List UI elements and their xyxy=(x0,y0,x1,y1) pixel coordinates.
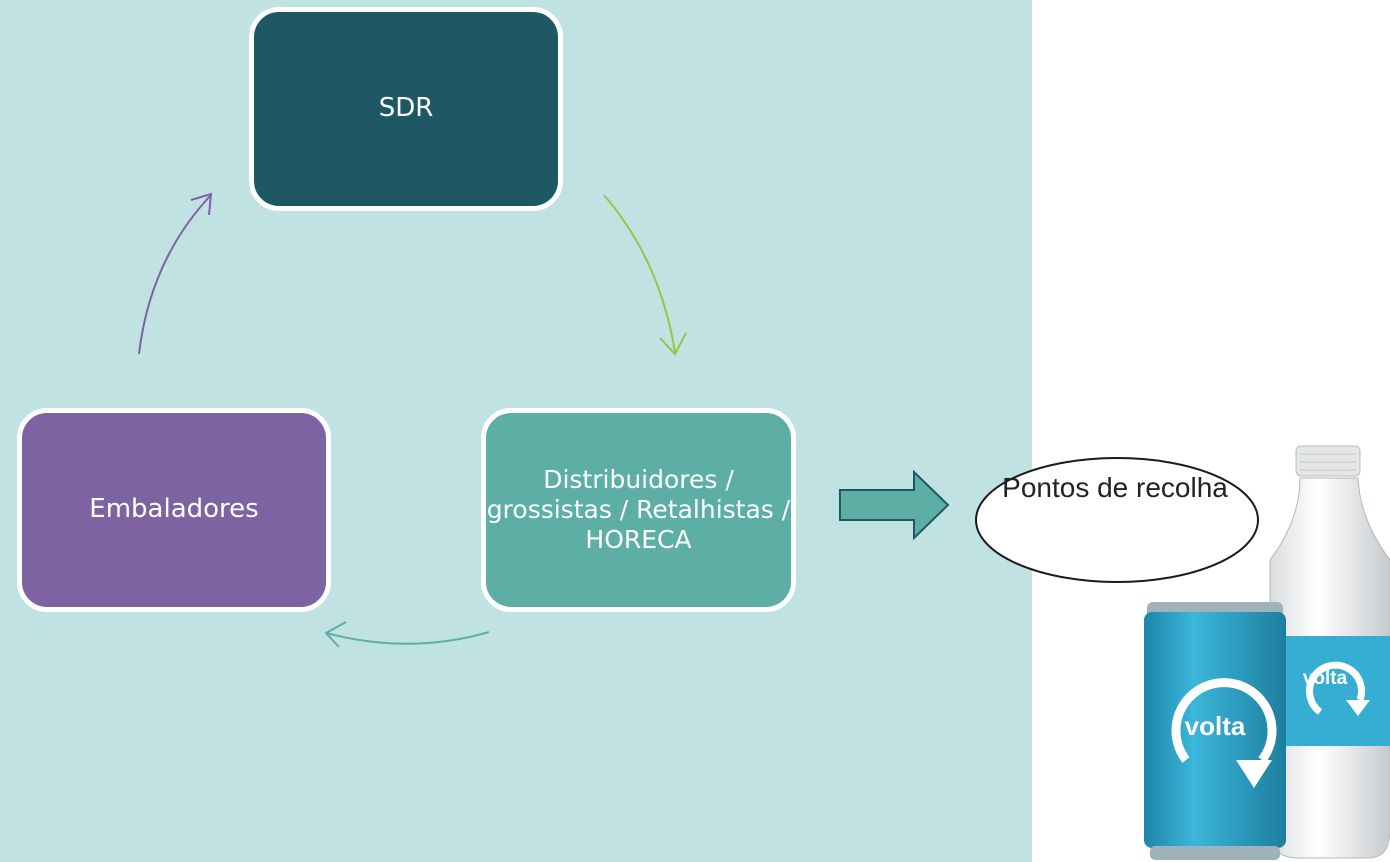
block-arrow-to-collection xyxy=(839,469,950,541)
bottle-brand-logo: volta xyxy=(1303,668,1348,689)
arrow-sdr-to-distribuidores xyxy=(603,194,687,356)
node-sdr: SDR xyxy=(249,7,563,211)
arrow-distribuidores-to-embaladores xyxy=(324,621,490,648)
bottle-image xyxy=(1269,445,1390,859)
node-sdr-label: SDR xyxy=(378,93,434,124)
node-distribuidores-label: Distribuidores / grossistas / Retalhista… xyxy=(486,465,791,554)
arrow-embaladores-to-sdr xyxy=(138,192,213,355)
node-embaladores-label: Embaladores xyxy=(89,494,259,525)
collection-points-ellipse xyxy=(975,457,1259,583)
node-distribuidores: Distribuidores / grossistas / Retalhista… xyxy=(481,408,796,612)
node-embaladores: Embaladores xyxy=(17,408,331,612)
collection-points-label: Pontos de recolha xyxy=(1002,472,1228,503)
can-image xyxy=(1144,602,1286,860)
can-brand-logo: volta xyxy=(1185,711,1246,741)
